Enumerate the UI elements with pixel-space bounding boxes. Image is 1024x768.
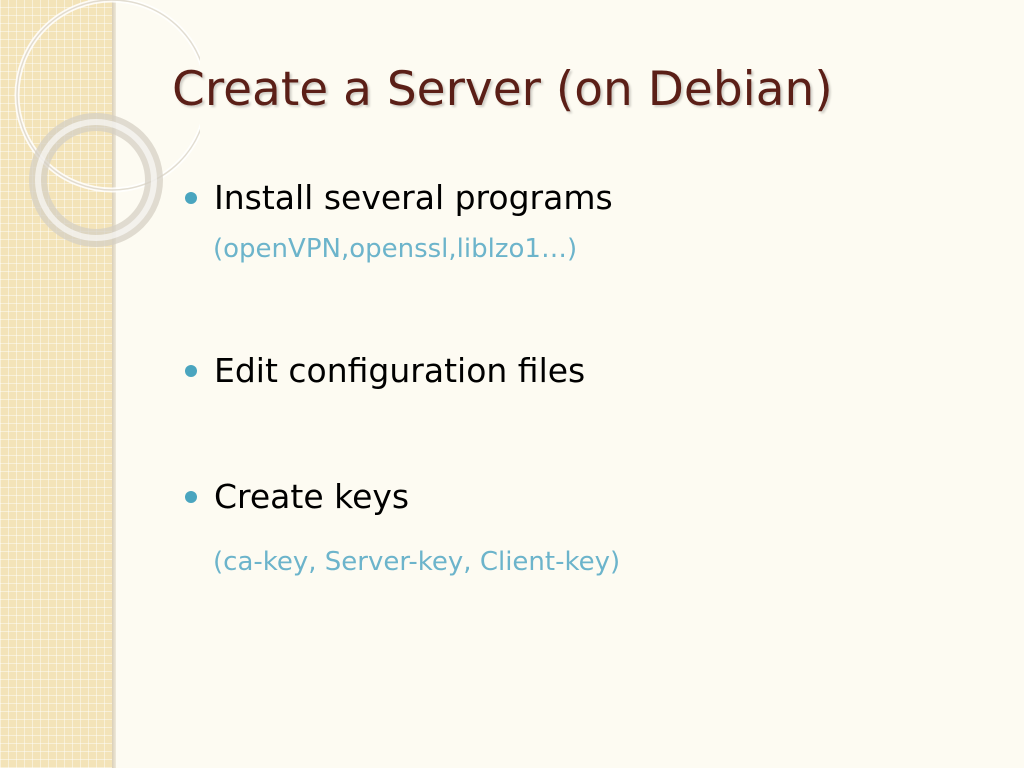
bullet-subtext-keys: (ca-key, Server-key, Client-key) (213, 547, 621, 577)
side-strip-edge (112, 0, 116, 768)
bullet-subtext-programs: (openVPN,openssl,liblzo1…) (213, 234, 578, 264)
slide-title: Create a Server (on Debian) (172, 62, 833, 117)
bullet-dot-icon (185, 491, 197, 503)
bullet-create-keys: Create keys (185, 477, 409, 517)
decorative-circles (14, 0, 200, 247)
bullet-text: Edit configuration files (214, 351, 586, 390)
bullet-dot-icon (185, 365, 197, 377)
bullet-install-programs: Install several programs (185, 178, 613, 218)
bullet-text: Install several programs (214, 178, 613, 217)
bullet-dot-icon (185, 192, 197, 204)
bullet-edit-config: Edit configuration files (185, 351, 585, 391)
bullet-text: Create keys (214, 477, 410, 516)
